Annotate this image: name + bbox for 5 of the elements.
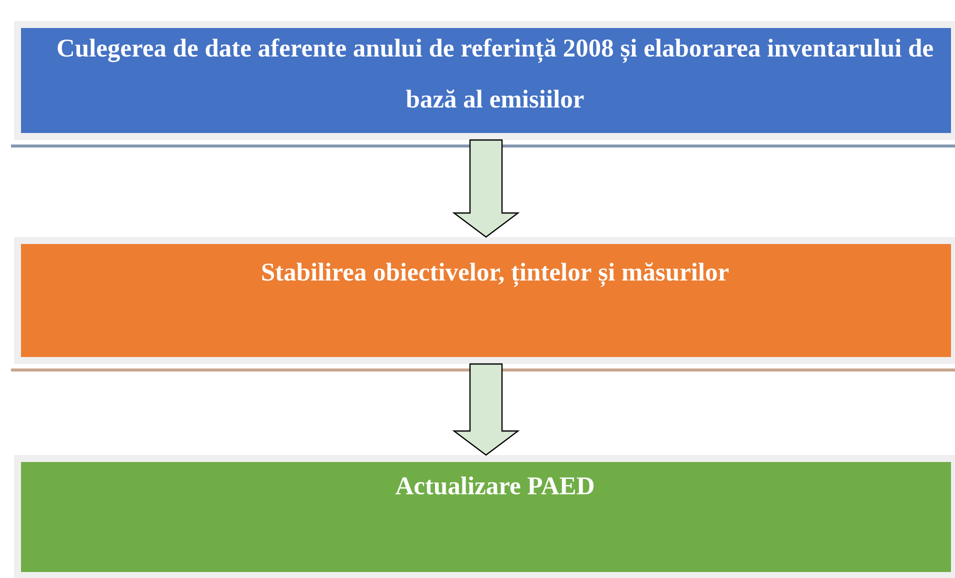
process-box: Actualizare PAED xyxy=(14,455,955,578)
block-arrow xyxy=(452,363,520,456)
process-box: Culegerea de date aferente anului de referință 2008 și elaborarea inventarului de bază al emisiilor xyxy=(11,21,955,148)
process-box: Stabilirea obiectivelor, țintelor și măsurilor xyxy=(11,237,955,372)
block-arrow xyxy=(452,139,520,238)
